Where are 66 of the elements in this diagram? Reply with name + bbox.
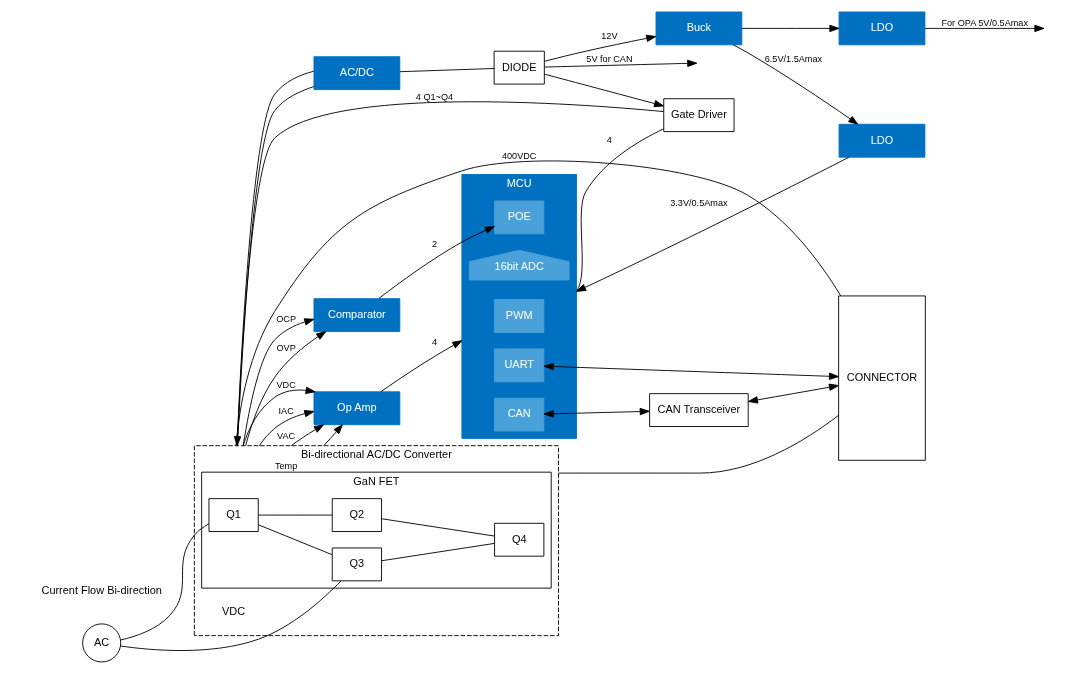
node-box: Q2 [331, 498, 382, 532]
node-box: POE [493, 200, 544, 235]
connector [575, 128, 664, 292]
node-box: LDO [838, 123, 925, 158]
arrow [732, 44, 858, 125]
node-box: Q1 [208, 498, 259, 532]
node-box: CAN [493, 397, 544, 432]
connector [119, 523, 209, 641]
edge-label: VAC [276, 431, 295, 442]
node-box: UART [493, 348, 544, 383]
edge-label: 12V [600, 31, 618, 42]
arrow [377, 226, 495, 299]
node-box: PWM [493, 299, 544, 333]
connector [380, 518, 495, 537]
arrow [258, 410, 314, 447]
node-box: LDO [838, 11, 925, 46]
node-box: CONNECTOR [837, 295, 926, 461]
label: VDC [221, 604, 245, 617]
node-box: CAN Transceiver [648, 393, 749, 427]
arrow [543, 407, 650, 418]
edge-label: VDC [275, 380, 296, 391]
arrow [543, 73, 664, 108]
arrow [575, 156, 849, 292]
node-box: DIODE [493, 50, 545, 85]
connector [235, 160, 841, 447]
edge-label: 5V for CAN [585, 54, 632, 65]
arrow [290, 424, 324, 447]
connector [257, 514, 332, 516]
edge-label: For OPA 5V/0.5Amax [940, 17, 1028, 28]
node-box: Op Amp [313, 391, 400, 426]
edge-label: 2 [431, 238, 437, 249]
arrow [242, 318, 314, 447]
node-box: Q3 [331, 547, 382, 582]
edge-label: 4 Q1~Q4 [415, 91, 453, 102]
edge-label: 3.3V/0.5Amax [669, 198, 728, 209]
arrow [244, 331, 326, 447]
edge-label: 4 [431, 337, 437, 348]
arrow [740, 24, 839, 33]
arrow [747, 383, 839, 404]
edge-label: Temp [274, 460, 297, 471]
node-box: Q4 [493, 522, 544, 557]
node-box: Gate Driver [662, 98, 734, 133]
connector [257, 524, 332, 556]
node-box: AC/DC [313, 56, 400, 91]
node-box: Buck [655, 11, 742, 46]
arrow [543, 59, 697, 68]
arrow [924, 24, 1044, 33]
arrow [543, 34, 656, 62]
label: Current Flow Bi-direction [41, 583, 162, 596]
edge-label: 6.5V/1.5Amax [764, 54, 822, 65]
connector [399, 68, 495, 73]
node-circle: AC [81, 623, 121, 663]
arrow [242, 386, 316, 447]
edge-label: 4 [606, 135, 612, 146]
arrow [543, 362, 839, 380]
edge-label: OVP [275, 342, 296, 353]
connector [380, 542, 495, 562]
arrow [233, 101, 664, 447]
arrow [322, 424, 343, 447]
arrow [380, 340, 462, 392]
connector [557, 414, 839, 474]
edge-label: 400VDC [501, 150, 536, 161]
node-box: Comparator [313, 298, 400, 332]
connector [119, 580, 341, 651]
edge-label: OCP [275, 314, 296, 325]
edge-label: IAC [278, 405, 294, 416]
